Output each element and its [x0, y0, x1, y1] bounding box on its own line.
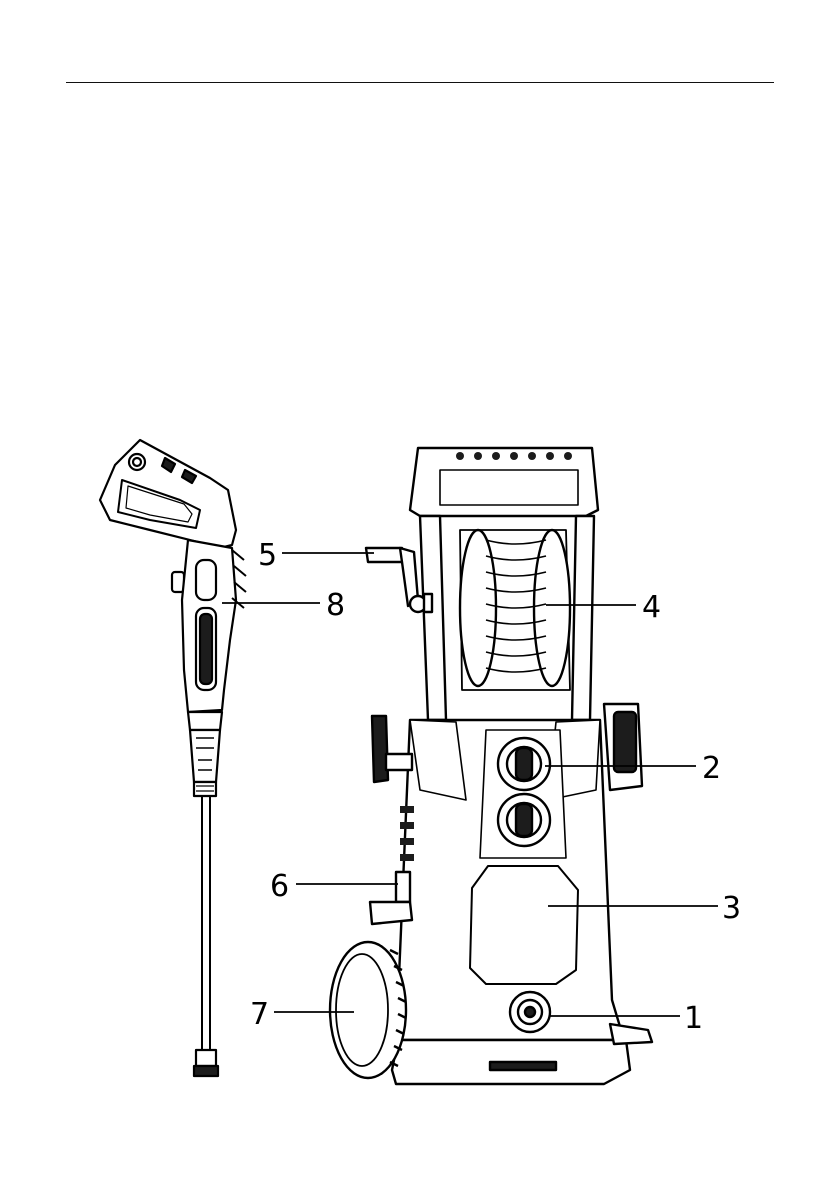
- callout-5: 5: [258, 538, 277, 573]
- callout-8: 8: [326, 588, 345, 623]
- callout-2: 2: [702, 751, 721, 786]
- spray-gun: [100, 440, 246, 1076]
- callout-3: 3: [722, 891, 741, 926]
- callout-1: 1: [684, 1001, 703, 1036]
- callout-6: 6: [270, 869, 289, 904]
- callout-7: 7: [250, 997, 269, 1032]
- callout-4: 4: [642, 590, 661, 625]
